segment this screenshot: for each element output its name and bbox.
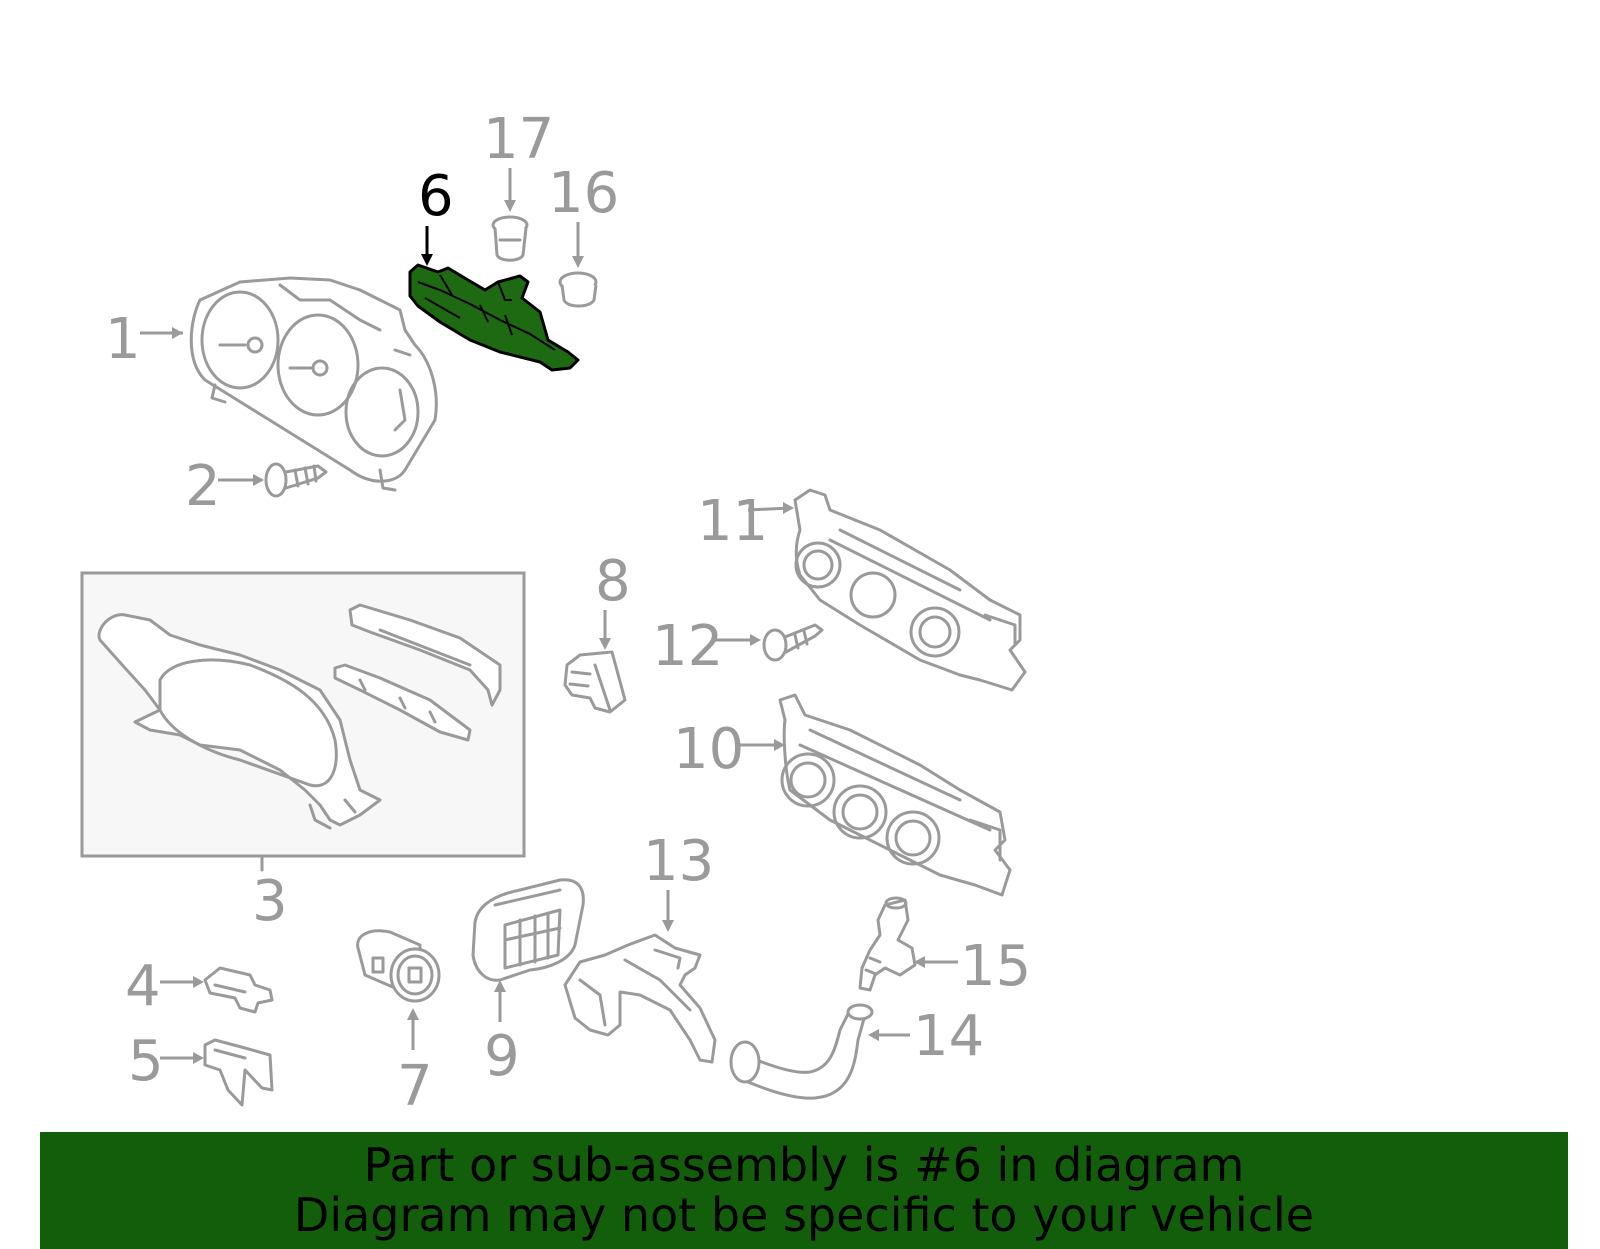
part-1-instrument-cluster[interactable] — [189, 276, 438, 492]
callout-10: 10 — [673, 717, 744, 782]
arrowhead-4 — [193, 976, 204, 988]
arrowhead-15 — [914, 956, 925, 968]
part-3-bezel-assembly — [97, 603, 502, 830]
arrowhead-16 — [572, 256, 584, 268]
callout-17: 17 — [483, 107, 554, 172]
callout-16: 16 — [548, 161, 619, 226]
part-10-control-panel[interactable] — [778, 693, 1012, 897]
callout-14: 14 — [913, 1004, 984, 1069]
banner-line-1: Part or sub-assembly is #6 in diagram — [363, 1138, 1245, 1192]
part-14-hose[interactable] — [729, 1003, 874, 1100]
arrowhead-12 — [750, 634, 761, 646]
part-16-clip[interactable] — [558, 271, 598, 308]
part-8-switch[interactable] — [563, 650, 627, 714]
arrowhead-8 — [599, 638, 611, 650]
arrowhead-9 — [494, 980, 506, 992]
banner-line-2: Diagram may not be specific to your vehi… — [293, 1188, 1315, 1242]
callout-11: 11 — [697, 489, 768, 554]
part-9-switch-panel[interactable] — [471, 878, 585, 982]
callout-15: 15 — [960, 934, 1031, 999]
part-5-bracket[interactable] — [203, 1038, 274, 1107]
callout-6: 6 — [418, 164, 454, 229]
part-4-clip[interactable] — [203, 966, 274, 1014]
arrowhead-13 — [662, 920, 674, 932]
part-2-screw[interactable] — [264, 462, 328, 498]
arrowhead-14 — [868, 1029, 879, 1041]
callout-9: 9 — [484, 1024, 520, 1089]
part-6-bracket-highlighted[interactable] — [408, 263, 580, 372]
callout-7: 7 — [397, 1054, 433, 1119]
arrowhead-17 — [504, 200, 516, 212]
callout-1: 1 — [105, 307, 141, 372]
callout-13: 13 — [643, 829, 714, 894]
arrowhead-7 — [407, 1008, 419, 1020]
arrowhead-6 — [421, 254, 433, 266]
arrowhead-11 — [783, 502, 794, 514]
arrowhead-10 — [774, 739, 785, 751]
callout-12: 12 — [652, 614, 723, 679]
arrowhead-5 — [193, 1052, 204, 1064]
part-13-bracket[interactable] — [563, 933, 717, 1064]
callout-8: 8 — [595, 549, 631, 614]
part-7-switch[interactable] — [356, 929, 441, 1003]
info-banner: Part or sub-assembly is #6 in diagram Di… — [40, 1132, 1568, 1249]
callout-5: 5 — [128, 1029, 164, 1094]
arrowhead-2 — [253, 474, 264, 486]
part-12-screw[interactable] — [762, 623, 824, 662]
part-15-sensor[interactable] — [858, 896, 917, 992]
callout-4: 4 — [125, 954, 161, 1019]
callout-3: 3 — [252, 869, 288, 934]
arrowhead-1 — [172, 327, 183, 339]
part-17-cap[interactable] — [491, 215, 529, 262]
callout-2: 2 — [185, 454, 221, 519]
part-11-control-panel[interactable] — [793, 488, 1027, 692]
